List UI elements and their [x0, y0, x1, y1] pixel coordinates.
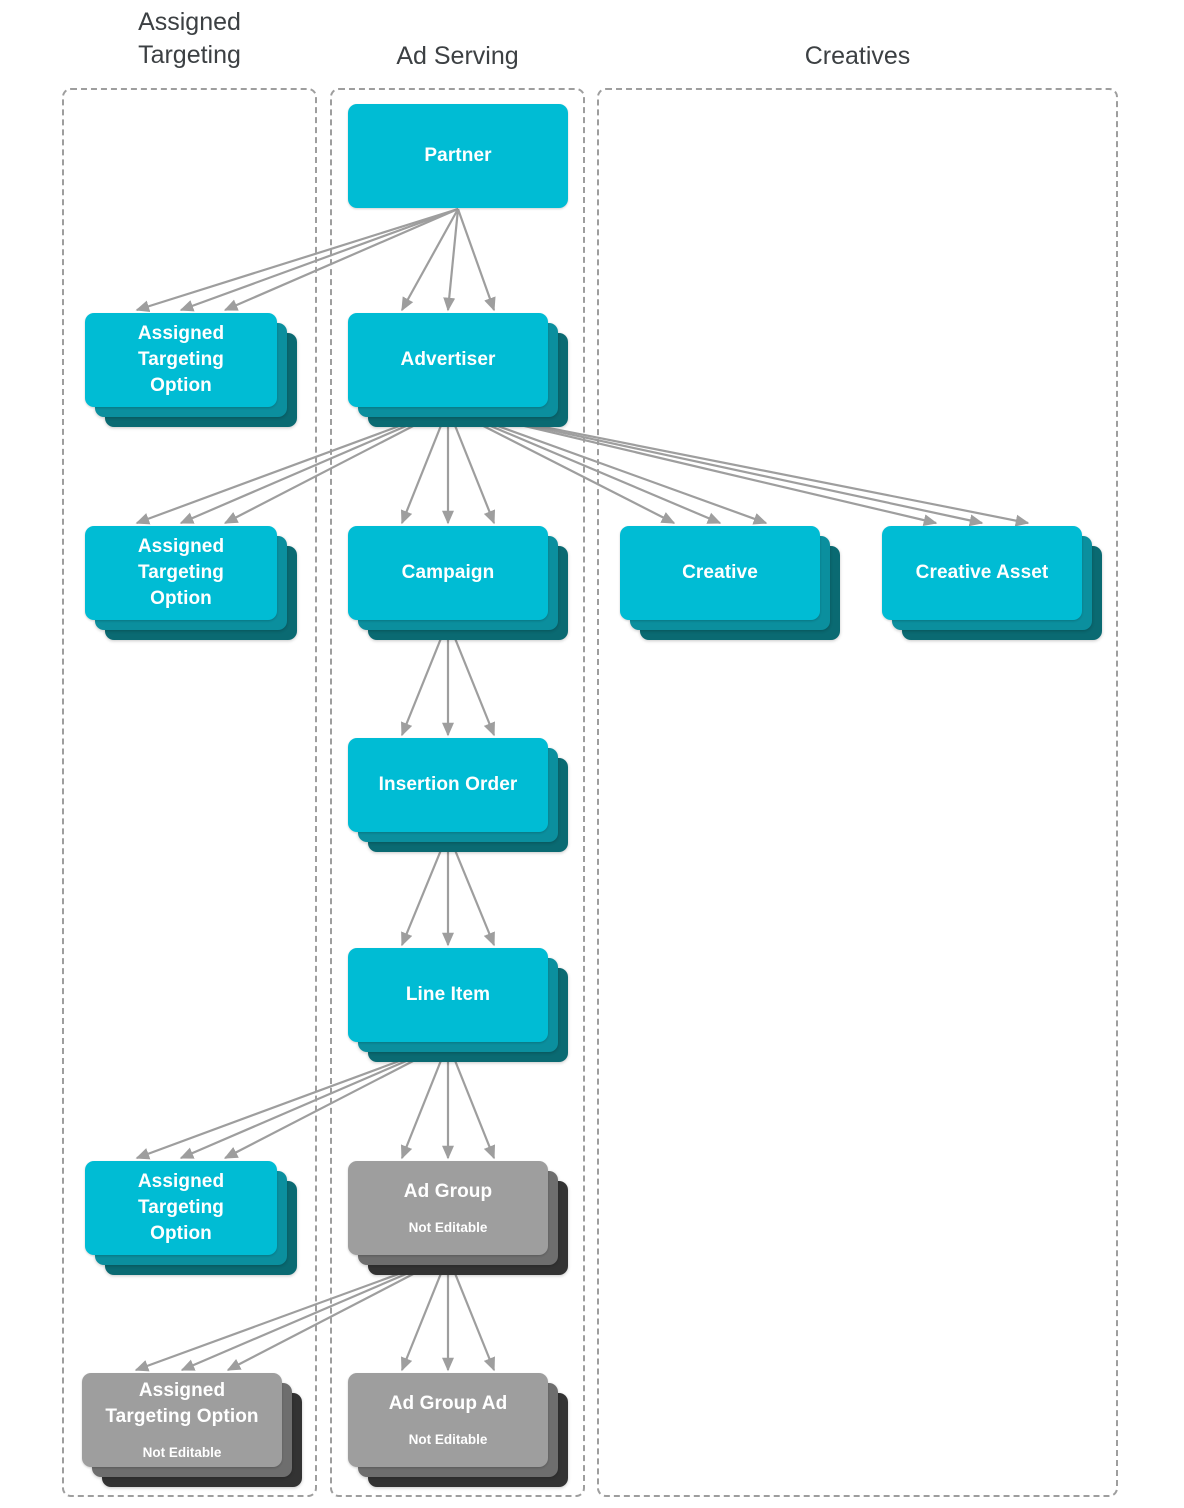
node-face[interactable]: Partner: [348, 104, 568, 208]
node-face[interactable]: Line Item: [348, 948, 548, 1042]
node-sublabel: Not Editable: [142, 1445, 222, 1460]
node-label: Partner: [424, 145, 492, 166]
node-label: Insertion Order: [378, 774, 518, 795]
node-face[interactable]: Campaign: [348, 526, 548, 620]
node-line-item[interactable]: Line Item: [348, 948, 568, 1062]
column-header-creatives: Creatives: [804, 42, 911, 70]
node-ad-group-ad[interactable]: Ad Group Ad Not Editable: [348, 1373, 568, 1487]
node-label: Ad Group Ad: [388, 1393, 508, 1414]
node-advertiser[interactable]: Advertiser: [348, 313, 568, 427]
node-label: Campaign: [401, 562, 495, 583]
node-face[interactable]: Advertiser: [348, 313, 548, 407]
node-label: Line Item: [405, 984, 491, 1005]
node-creative[interactable]: Creative: [620, 526, 840, 640]
node-campaign[interactable]: Campaign: [348, 526, 568, 640]
column-container-creatives: [597, 88, 1118, 1497]
node-partner[interactable]: Partner: [348, 104, 568, 208]
column-header-ad-serving: Ad Serving: [396, 42, 519, 70]
node-face[interactable]: Creative: [620, 526, 820, 620]
column-container-ad-serving: [330, 88, 585, 1497]
node-face[interactable]: Ad Group Ad Not Editable: [348, 1373, 548, 1467]
column-header-assigned-targeting: Assigned Targeting: [138, 8, 241, 69]
node-sublabel: Not Editable: [408, 1220, 488, 1235]
node-label: Creative: [682, 562, 758, 583]
column-container-assigned-targeting: [62, 88, 317, 1497]
node-face[interactable]: Creative Asset: [882, 526, 1082, 620]
node-label: Advertiser: [400, 349, 496, 370]
node-sublabel: Not Editable: [408, 1432, 488, 1447]
node-insertion-order[interactable]: Insertion Order: [348, 738, 568, 852]
node-face[interactable]: Insertion Order: [348, 738, 548, 832]
node-creative-asset[interactable]: Creative Asset: [882, 526, 1102, 640]
node-label: Ad Group: [403, 1181, 493, 1202]
node-label: Creative Asset: [915, 562, 1049, 583]
